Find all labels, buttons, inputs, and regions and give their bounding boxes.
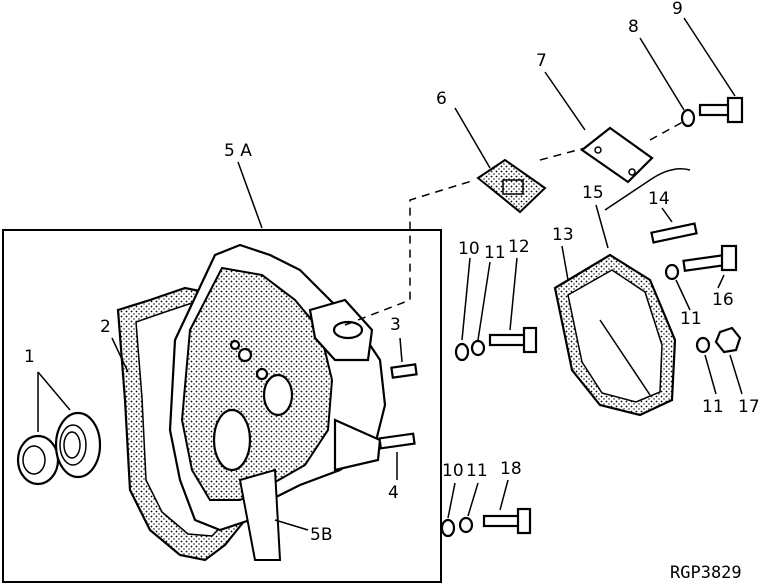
stud-4 bbox=[378, 432, 416, 450]
washer-8 bbox=[680, 108, 696, 128]
callout-10b: 10 bbox=[442, 461, 464, 481]
alignment-dashes bbox=[344, 117, 691, 326]
washer-10-lower bbox=[440, 518, 456, 538]
bolt-9 bbox=[698, 96, 744, 124]
nut-17 bbox=[714, 326, 742, 354]
bolt-12 bbox=[488, 326, 538, 354]
callout-11a: 11 bbox=[484, 243, 506, 263]
gasket-13 bbox=[553, 253, 677, 417]
group-box-5a bbox=[2, 229, 442, 583]
seal-inner bbox=[54, 411, 102, 479]
lockwasher-11-right bbox=[664, 263, 680, 281]
lockwasher-11-lower bbox=[458, 516, 474, 534]
lockwasher-11 bbox=[470, 339, 486, 357]
callout-10a: 10 bbox=[458, 239, 480, 259]
callout-14: 14 bbox=[648, 189, 670, 209]
bolt-16 bbox=[682, 244, 738, 272]
bolt-18 bbox=[482, 507, 532, 535]
washer-10 bbox=[454, 342, 470, 362]
callout-5a: 5 A bbox=[224, 141, 252, 161]
callout-18: 18 bbox=[500, 459, 522, 479]
callout-12: 12 bbox=[508, 237, 530, 257]
callout-11d: 11 bbox=[466, 461, 488, 481]
callout-1: 1 bbox=[24, 347, 35, 367]
callout-17: 17 bbox=[738, 397, 760, 417]
large-bore bbox=[212, 408, 252, 472]
callout-15-wire bbox=[604, 168, 691, 211]
callout-4: 4 bbox=[388, 483, 399, 503]
callout-6: 6 bbox=[436, 89, 447, 109]
callout-16: 16 bbox=[712, 290, 734, 310]
stud-3 bbox=[390, 363, 418, 379]
seal-outer bbox=[16, 434, 60, 486]
callout-15: 15 bbox=[582, 183, 604, 203]
lockwasher-11-nut bbox=[695, 336, 711, 354]
callout-5b: 5B bbox=[310, 525, 332, 545]
reference-code: RGP3829 bbox=[670, 563, 742, 583]
callout-3: 3 bbox=[390, 315, 401, 335]
callout-11c: 11 bbox=[702, 397, 724, 417]
callout-13: 13 bbox=[552, 225, 574, 245]
callout-7: 7 bbox=[536, 51, 547, 71]
leader-lines bbox=[37, 17, 743, 531]
cover-plate-6 bbox=[476, 158, 547, 214]
callout-11b: 11 bbox=[680, 309, 702, 329]
main-housing bbox=[168, 243, 387, 561]
callout-8: 8 bbox=[628, 17, 639, 37]
stud-14 bbox=[650, 222, 698, 244]
callout-2: 2 bbox=[100, 317, 111, 337]
callout-9: 9 bbox=[672, 0, 683, 19]
cover-plate-7 bbox=[580, 126, 654, 184]
upper-bore bbox=[262, 373, 294, 417]
